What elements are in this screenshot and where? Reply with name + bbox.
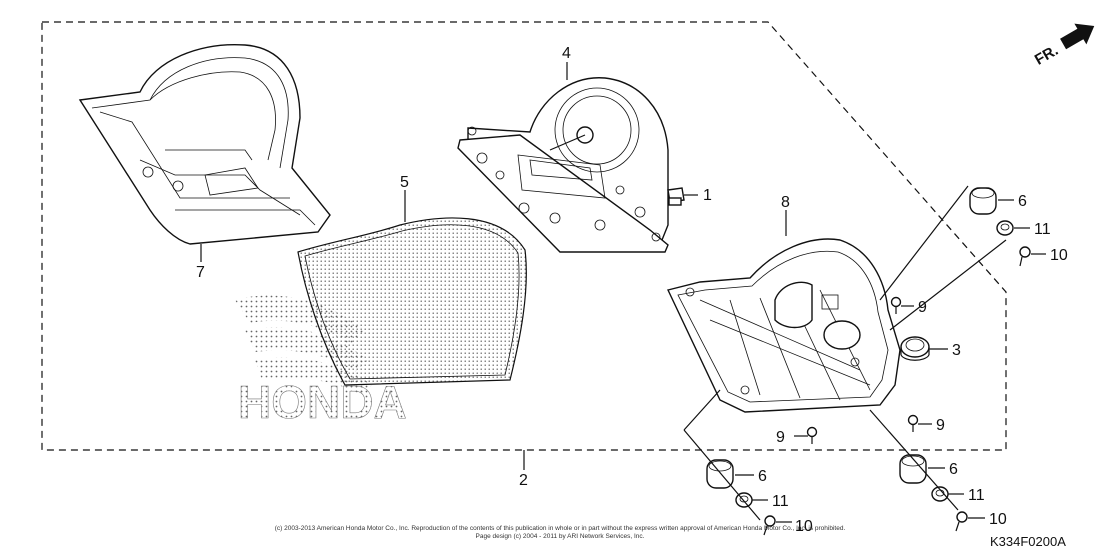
callout-10-right: 10 <box>989 511 1007 528</box>
screw-part-9-mid[interactable] <box>907 414 919 433</box>
lower-case-part-8[interactable] <box>667 238 901 413</box>
assembly-boundary <box>41 21 1007 451</box>
callout-9-mid: 9 <box>936 417 945 434</box>
socket-part-1[interactable] <box>667 187 685 206</box>
callout-11-left: 11 <box>772 493 789 510</box>
gasket-part-5[interactable] <box>297 217 527 386</box>
callout-10-top: 10 <box>1050 247 1068 264</box>
callout-11-top: 11 <box>1034 221 1051 238</box>
callout-9-lower: 9 <box>776 429 785 446</box>
front-label: FR. <box>1032 42 1061 69</box>
callout-7: 7 <box>196 264 205 281</box>
screw-part-9-lower[interactable] <box>806 426 818 445</box>
meter-case-part-7[interactable] <box>78 43 331 245</box>
screw-part-10-right[interactable] <box>955 511 968 532</box>
front-arrow-icon <box>1060 23 1095 50</box>
callout-10-left: 10 <box>795 518 813 535</box>
cap-part-3[interactable] <box>900 336 930 361</box>
grommet-part-6-right[interactable] <box>899 454 927 484</box>
callout-6-top: 6 <box>1018 193 1027 210</box>
callout-9-upper: 9 <box>918 299 927 316</box>
callout-5: 5 <box>400 174 409 191</box>
copyright-line-2: Page design (c) 2004 - 2011 by ARI Netwo… <box>476 533 645 540</box>
collar-part-11-right[interactable] <box>931 486 949 502</box>
callout-8: 8 <box>781 194 790 211</box>
instrument-unit-part-4[interactable] <box>457 77 669 253</box>
leader-lines <box>200 62 1046 523</box>
copyright-line-1: (c) 2003-2013 American Honda Motor Co., … <box>275 525 846 532</box>
callout-1: 1 <box>703 187 712 204</box>
callout-6-left: 6 <box>758 468 767 485</box>
screw-part-10-left[interactable] <box>763 515 776 536</box>
callout-11-right: 11 <box>968 487 985 504</box>
screw-part-9-upper[interactable] <box>890 296 902 315</box>
callout-4: 4 <box>562 45 571 62</box>
callout-3: 3 <box>952 342 961 359</box>
callouts: 1 2 3 4 5 6 6 6 7 8 9 9 9 10 10 10 11 11… <box>196 45 1068 535</box>
drawing-code: K334F0200A <box>990 534 1066 549</box>
screw-part-10-top[interactable] <box>1019 246 1031 267</box>
callout-2: 2 <box>519 472 528 489</box>
grommet-part-6-top[interactable] <box>969 187 997 215</box>
front-direction-indicator: FR. <box>1032 23 1095 69</box>
collar-part-11-top[interactable] <box>996 220 1014 236</box>
callout-6-right: 6 <box>949 461 958 478</box>
